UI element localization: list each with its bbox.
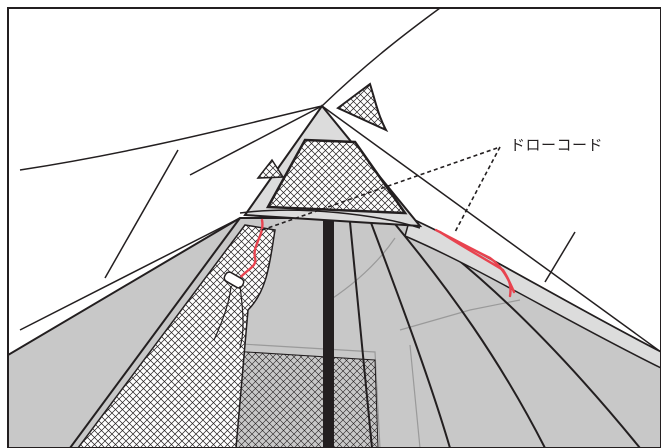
center-pole (323, 218, 334, 448)
draw-cord-label: ドローコード (510, 134, 603, 155)
